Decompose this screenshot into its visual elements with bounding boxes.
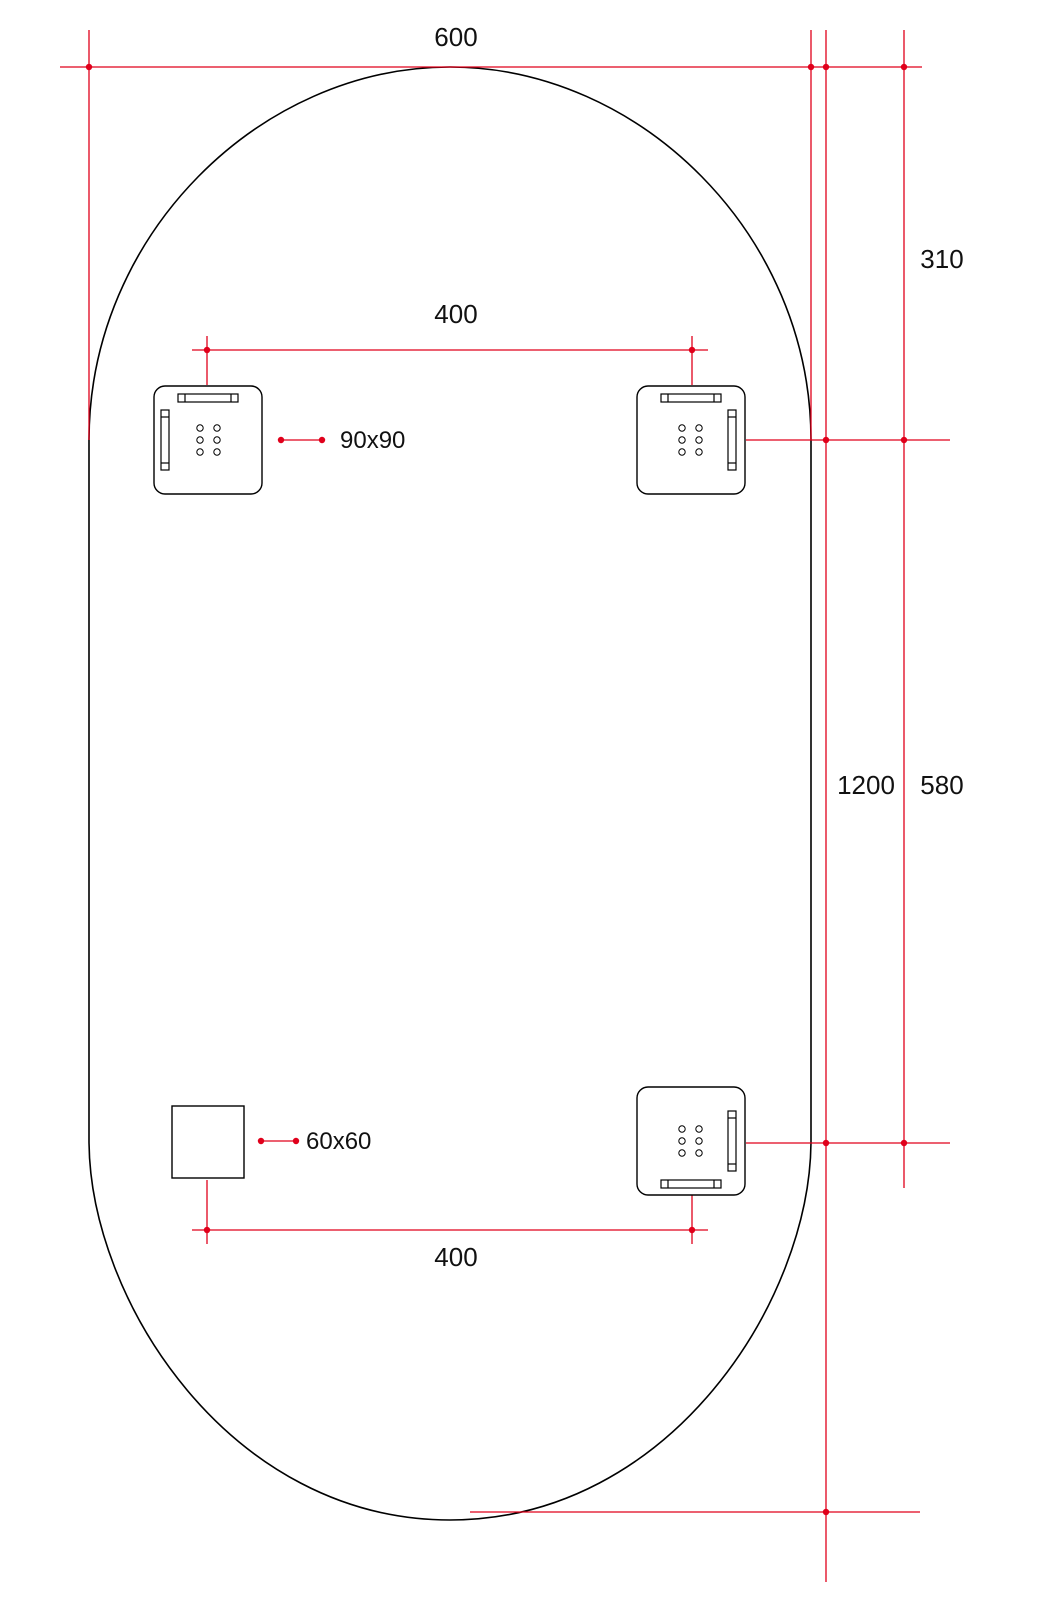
overall-height-label: 1200 <box>837 770 895 800</box>
bracket-vertical-spacing-label: 580 <box>920 770 963 800</box>
bottom-bracket-spacing-label: 400 <box>434 1242 477 1272</box>
bracket-top-right <box>636 385 746 495</box>
top-bracket-spacing-label: 400 <box>434 299 477 329</box>
bracket-top-left <box>153 385 263 495</box>
dimension-dots <box>85 63 908 1516</box>
small-plate-bottom-left <box>171 1105 245 1179</box>
bracket-bottom-right <box>636 1086 746 1196</box>
mirror-outline <box>88 66 812 1521</box>
top-offset-label: 310 <box>920 244 963 274</box>
large-plate-size-label: 90x90 <box>340 427 405 454</box>
overall-width-label: 600 <box>434 22 477 52</box>
dimension-lines <box>60 30 950 1582</box>
small-plate-size-label: 60x60 <box>306 1128 371 1155</box>
